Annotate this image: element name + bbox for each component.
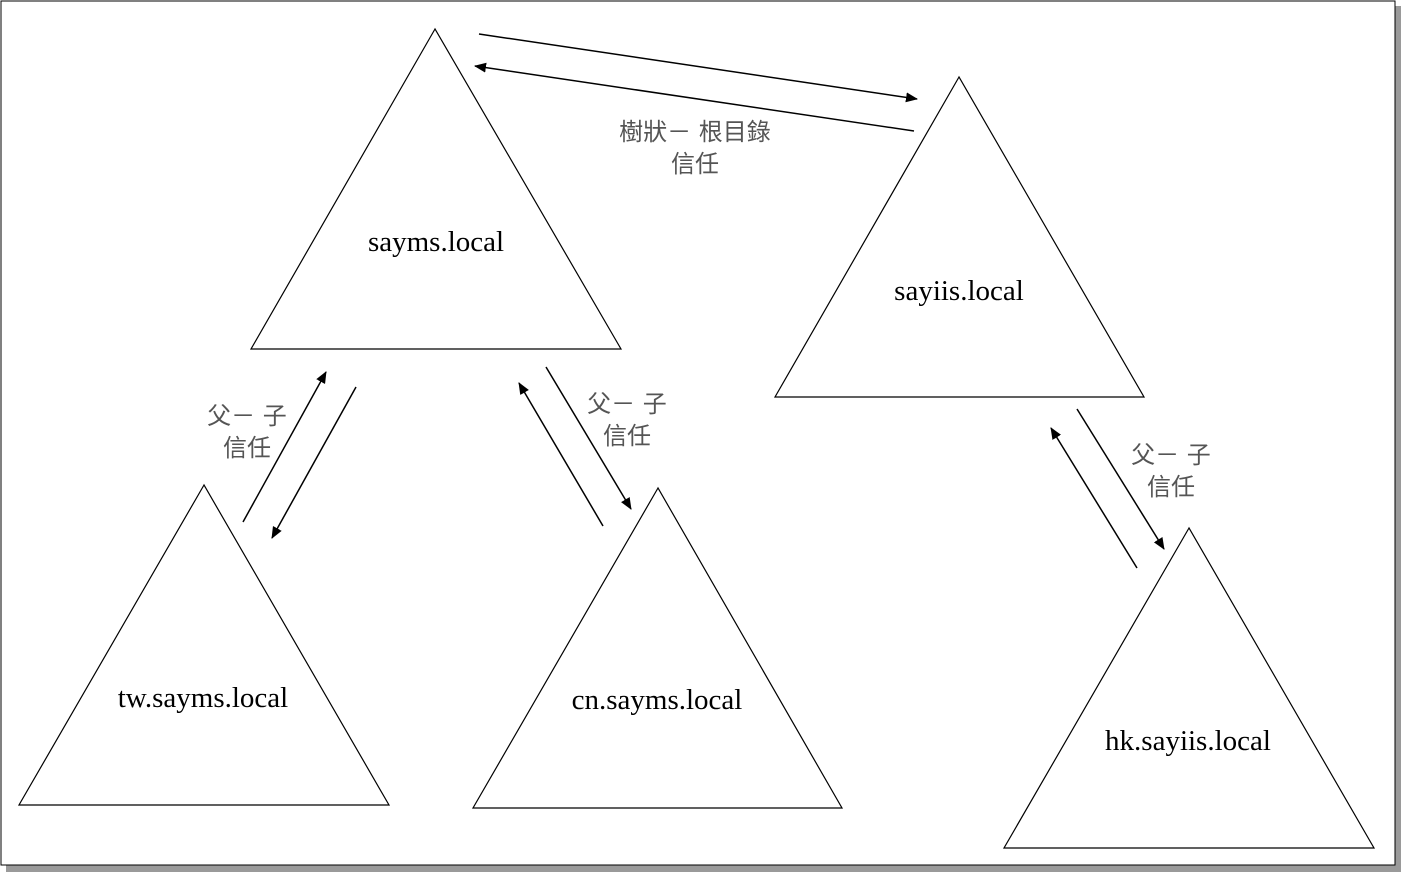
trust-arrow-hk-to-sayiis — [1050, 427, 1138, 569]
trust-label-tree-root-line2: 信任 — [671, 150, 719, 178]
domain-triangle-cn — [471, 486, 844, 809]
trust-label-tw-line1: 父－ 子 — [207, 402, 287, 430]
domain-label-sayms: sayms.local — [368, 226, 504, 258]
trust-arrow-sayms-to-tw — [271, 386, 357, 539]
trust-arrow-sayms-to-cn — [545, 366, 632, 510]
domain-triangle-sayms — [249, 27, 623, 350]
domain-label-cn: cn.sayms.local — [572, 684, 743, 716]
trust-label-cn-line1: 父－ 子 — [587, 390, 667, 418]
trust-label-tree-root-line1: 樹狀－ 根目錄 — [619, 118, 771, 146]
domain-label-hk: hk.sayiis.local — [1105, 725, 1271, 757]
trust-arrow-tree-root-to-sayms — [474, 62, 915, 132]
trust-arrow-sayiis-to-hk — [1076, 408, 1165, 550]
trust-arrow-tw-to-sayms — [242, 371, 327, 523]
trust-label-cn-line2: 信任 — [603, 422, 651, 450]
domain-label-sayiis: sayiis.local — [894, 275, 1024, 307]
domain-triangle-hk — [1002, 526, 1376, 849]
domain-triangle-sayiis — [773, 75, 1146, 398]
trust-arrow-tree-root-to-sayiis — [478, 33, 918, 103]
domain-label-tw: tw.sayms.local — [118, 682, 288, 714]
trust-label-hk-line2: 信任 — [1147, 473, 1195, 501]
trust-label-tw-line2: 信任 — [223, 434, 271, 462]
domain-triangle-tw — [17, 483, 391, 806]
trust-arrow-cn-to-sayms — [518, 382, 604, 527]
trust-label-hk-line1: 父－ 子 — [1131, 441, 1211, 469]
